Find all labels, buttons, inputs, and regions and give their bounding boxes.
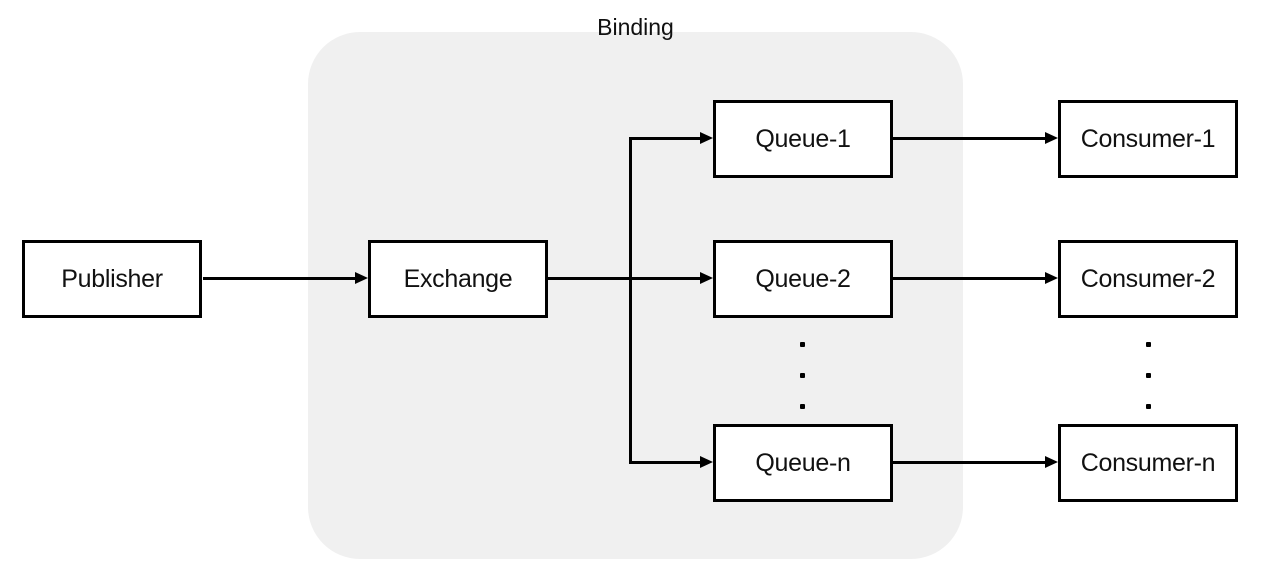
- arrow-queue2-consumer2-head: [1045, 272, 1058, 284]
- node-consumer-n-label: Consumer-n: [1080, 448, 1216, 477]
- ellipsis-dot: [1146, 373, 1151, 378]
- ellipsis-dot: [1146, 342, 1151, 347]
- arrow-branch-queue1-head: [700, 132, 713, 144]
- arrow-queuen-consumern-line: [893, 461, 1046, 464]
- queue-vertical-ellipsis-icon: [800, 342, 805, 409]
- arrow-exchange-queue2-head: [700, 272, 713, 284]
- node-exchange-label: Exchange: [403, 264, 513, 293]
- node-consumer-n: Consumer-n: [1058, 424, 1238, 502]
- node-queue-2-label: Queue-2: [755, 264, 851, 293]
- arrow-queue1-consumer1-head: [1045, 132, 1058, 144]
- arrow-queue2-consumer2-line: [893, 277, 1046, 280]
- ellipsis-dot: [1146, 404, 1151, 409]
- node-queue-2: Queue-2: [713, 240, 893, 318]
- arrow-publisher-exchange-line: [203, 277, 356, 280]
- binding-region-title: Binding: [597, 14, 674, 40]
- node-queue-n: Queue-n: [713, 424, 893, 502]
- ellipsis-dot: [800, 404, 805, 409]
- branch-vertical-line: [629, 137, 632, 464]
- node-queue-1-label: Queue-1: [755, 124, 851, 153]
- consumer-vertical-ellipsis-icon: [1146, 342, 1151, 409]
- arrow-publisher-exchange-head: [355, 272, 368, 284]
- node-consumer-2: Consumer-2: [1058, 240, 1238, 318]
- node-consumer-1-label: Consumer-1: [1080, 124, 1216, 153]
- node-consumer-1: Consumer-1: [1058, 100, 1238, 178]
- ellipsis-dot: [800, 342, 805, 347]
- ellipsis-dot: [800, 373, 805, 378]
- node-queue-n-label: Queue-n: [755, 448, 851, 477]
- arrow-exchange-queue2-line: [548, 277, 701, 280]
- arrow-branch-queue1-line: [629, 137, 701, 140]
- arrow-queue1-consumer1-line: [893, 137, 1046, 140]
- node-publisher-label: Publisher: [61, 264, 163, 293]
- arrow-branch-queuen-head: [700, 456, 713, 468]
- arrow-queuen-consumern-head: [1045, 456, 1058, 468]
- arrow-branch-queuen-line: [629, 461, 701, 464]
- node-exchange: Exchange: [368, 240, 548, 318]
- node-publisher: Publisher: [22, 240, 202, 318]
- node-consumer-2-label: Consumer-2: [1080, 264, 1216, 293]
- node-queue-1: Queue-1: [713, 100, 893, 178]
